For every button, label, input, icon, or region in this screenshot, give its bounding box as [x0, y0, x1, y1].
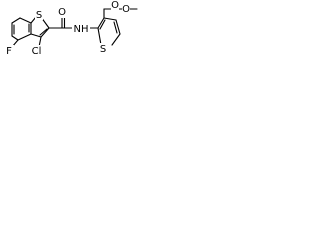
- bond: [11, 17, 21, 24]
- bond: [115, 19, 121, 35]
- bond: [39, 28, 48, 36]
- carbonyl-oxygen-atom: O: [111, 0, 119, 11]
- bond: [40, 27, 50, 38]
- bond: [19, 17, 32, 24]
- sulfur-atom-left: S: [36, 10, 42, 21]
- fluorine-atom: F: [6, 46, 12, 57]
- amide-nitrogen-atom: NH: [74, 24, 89, 35]
- bond: [103, 17, 117, 21]
- bond: [99, 19, 106, 30]
- sulfur-atom-right: S: [100, 44, 106, 55]
- bond: [30, 33, 42, 38]
- bond: [17, 33, 32, 41]
- atom-labels: S Cl F O NH S O O: [4, 0, 130, 57]
- bond: [97, 27, 102, 46]
- molecule-structure: S Cl F O NH S O O: [4, 0, 138, 57]
- bond: [97, 17, 105, 29]
- bond: [113, 21, 118, 34]
- bond: [111, 33, 121, 46]
- bond: [11, 35, 19, 41]
- methoxy-oxygen-atom: O: [122, 4, 130, 15]
- amide-oxygen-atom: O: [58, 7, 66, 18]
- chlorine-atom: Cl: [32, 46, 42, 57]
